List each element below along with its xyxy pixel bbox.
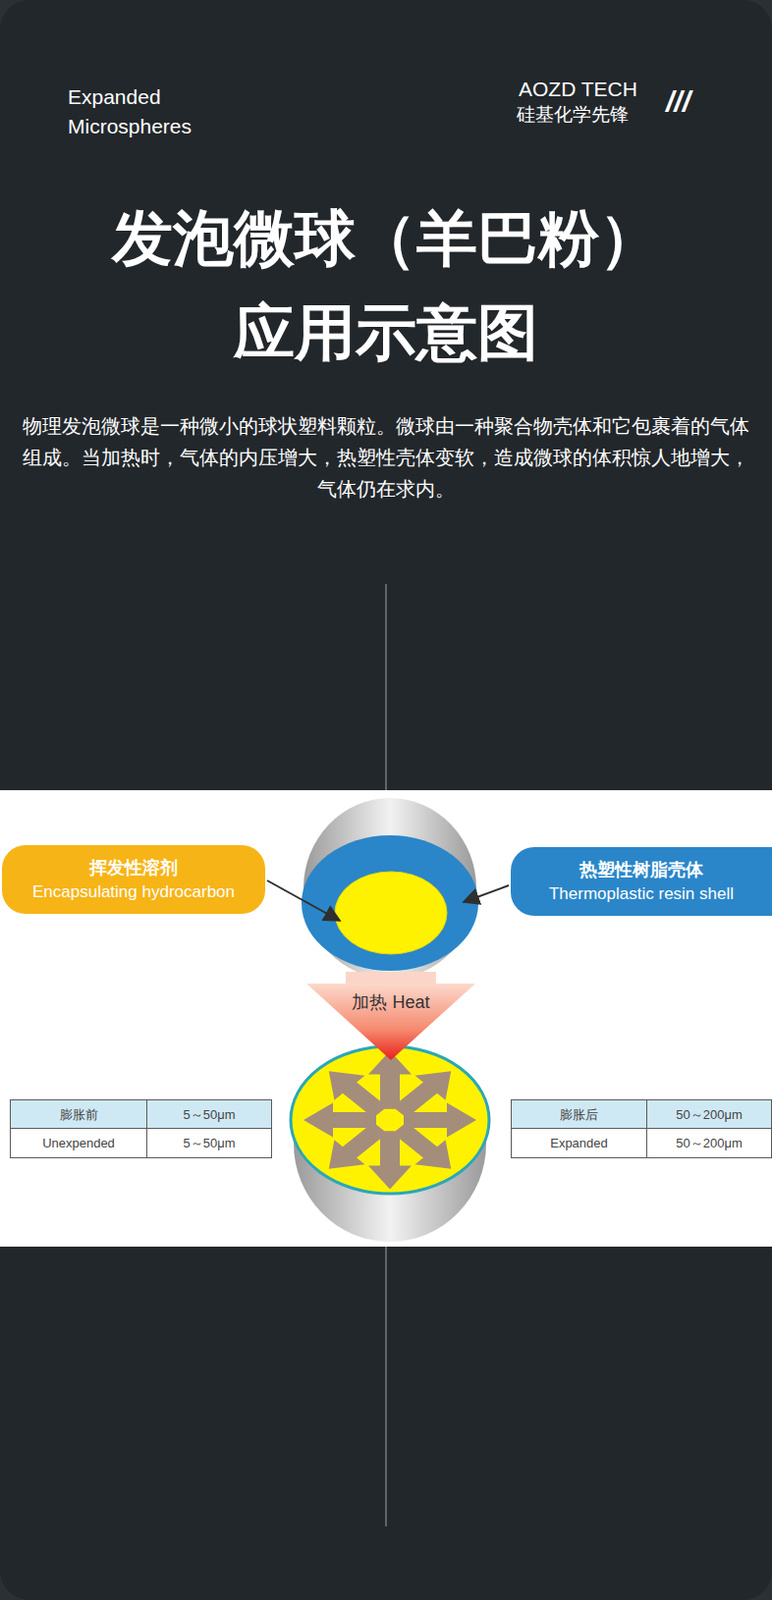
hydrocarbon-core: [334, 872, 447, 955]
white-band: [0, 790, 772, 1248]
description-paragraph: 物理发泡微球是一种微小的球状塑料颗粒。微球由一种聚合物壳体和它包裹着的气体组成。…: [13, 410, 759, 505]
node-subtext: Thermoplastic resin shell: [549, 882, 734, 908]
table-cell: 膨胀前: [9, 1100, 148, 1130]
divider-line: [385, 584, 386, 791]
divider-line: [385, 1247, 386, 1528]
table-cell: Unexpended: [9, 1128, 148, 1159]
brand-slogan: 硅基化学先锋: [516, 104, 674, 127]
page-title: 发泡微球（羊巴粉） 应用示意图: [22, 191, 750, 381]
leader-line: [463, 885, 509, 903]
node-heading: 热塑性树脂壳体: [579, 857, 704, 883]
expansion-arrows: [303, 1051, 477, 1191]
heat-bar: [345, 972, 437, 987]
node-subtext: Encapsulating hydrocarbon: [32, 881, 235, 906]
table-cell: 50～200μm: [646, 1128, 772, 1159]
table-cell: 50～200μm: [646, 1100, 772, 1130]
english-heading: Expanded Microspheres: [67, 82, 235, 143]
brand-mark: ///: [665, 84, 725, 120]
table-cell: 5～50μm: [146, 1100, 273, 1130]
node-heading: 加热 Heat: [351, 990, 430, 1016]
shell-callout: 热塑性树脂壳体Thermoplastic resin shell: [510, 847, 772, 917]
table-cell: 5～50μm: [146, 1128, 273, 1159]
solvent-callout: 挥发性溶剂Encapsulating hydrocarbon: [1, 845, 266, 915]
table-cell: 膨胀后: [510, 1100, 648, 1130]
table-cell: Expanded: [510, 1128, 648, 1159]
leader-line: [267, 881, 340, 922]
resin-shell: [301, 835, 479, 972]
expanded-core: [290, 1047, 490, 1195]
node-heading: 挥发性溶剂: [89, 855, 178, 882]
heat-arrow: 加热 Heat: [306, 984, 476, 1061]
